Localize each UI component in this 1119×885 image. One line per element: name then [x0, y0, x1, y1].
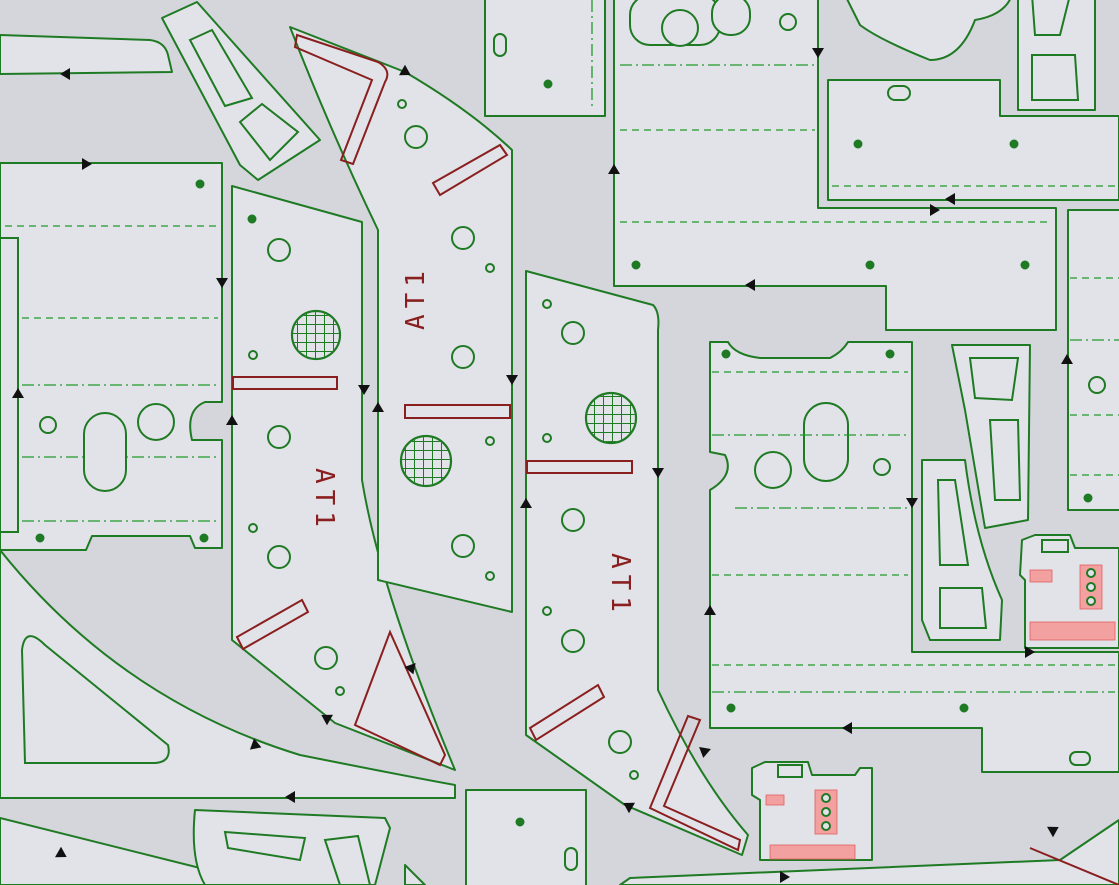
part-bottom-right-strip[interactable]	[619, 819, 1119, 885]
part-label: AT1	[605, 553, 635, 618]
direction-arrow-icon	[697, 746, 711, 759]
part-label: AT1	[401, 265, 431, 330]
part-bracket-right-lower[interactable]	[921, 459, 1003, 641]
direction-arrow-icon	[1047, 821, 1062, 838]
part-bracket-top-right[interactable]	[845, 0, 1096, 111]
part-plate-right-edge[interactable]	[1067, 209, 1119, 511]
part-at1-panel-1[interactable]: AT1	[231, 185, 456, 771]
part-at1-panel-2[interactable]: AT1	[289, 26, 513, 613]
part-connector-bottom[interactable]	[751, 761, 873, 861]
part-bottom-center[interactable]	[465, 789, 587, 885]
part-label: AT1	[309, 468, 339, 533]
part-top-left-strip[interactable]	[0, 34, 173, 75]
part-plate-left[interactable]	[0, 162, 223, 551]
part-connector-right[interactable]	[1019, 534, 1119, 649]
part-top-center-small[interactable]	[484, 0, 606, 117]
part-bracket-right-vertical[interactable]	[951, 344, 1031, 529]
part-plate-top-right[interactable]	[613, 0, 1057, 331]
part-plate-inner-right[interactable]	[827, 79, 1119, 201]
part-plate-center-right[interactable]	[709, 341, 1119, 773]
part-bottom-strip[interactable]	[0, 809, 426, 885]
part-at1-panel-3[interactable]: AT1	[525, 270, 749, 856]
part-sweep-bottom-left[interactable]	[0, 549, 456, 799]
part-bracket-top[interactable]	[161, 1, 321, 181]
